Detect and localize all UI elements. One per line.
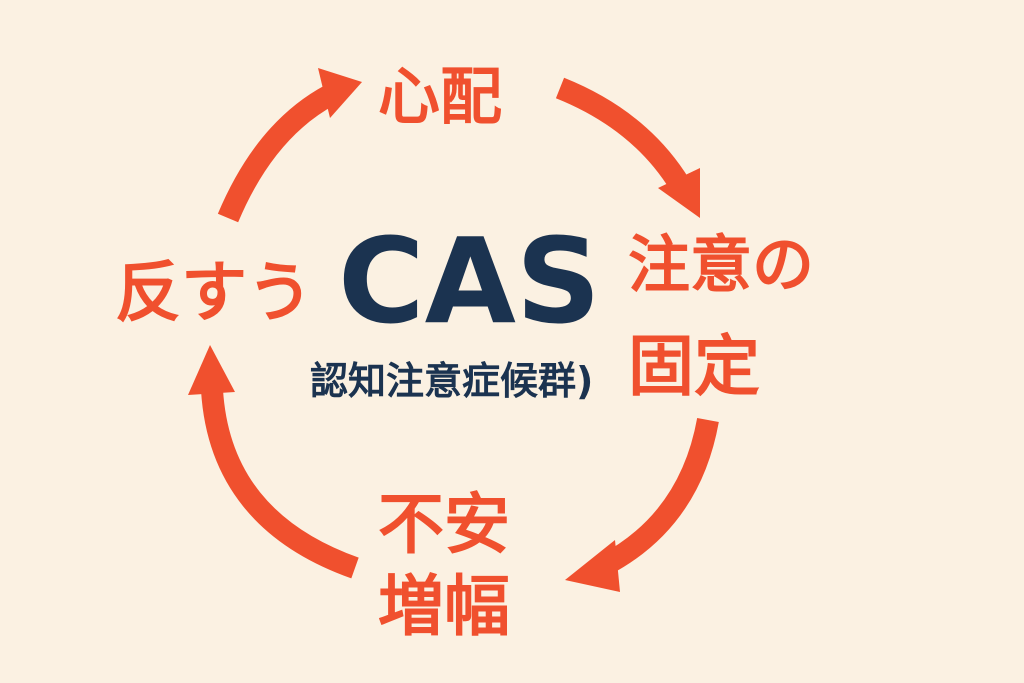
arrowhead-icon bbox=[658, 168, 700, 218]
cycle-label-fixation-line1: 注意の bbox=[628, 228, 815, 301]
arrow-ruminate-to-worry bbox=[217, 85, 336, 223]
arrowhead-icon bbox=[188, 345, 235, 395]
arrow-fixation-to-anxiety bbox=[599, 417, 719, 575]
cycle-label-fixation-line2: 固定 bbox=[628, 328, 760, 405]
cycle-label-rumination: 反すう bbox=[115, 254, 313, 331]
arrow-anxiety-to-ruminate bbox=[201, 389, 359, 579]
arrowhead-icon bbox=[318, 68, 362, 118]
arrowhead-icon bbox=[565, 540, 620, 592]
center-title: CAS bbox=[338, 212, 601, 350]
cycle-label-anxiety-line2: 増幅 bbox=[378, 568, 510, 645]
cycle-label-worry: 心配 bbox=[378, 60, 503, 133]
arrow-worry-to-fixation bbox=[555, 77, 690, 191]
center-subtitle: 認知注意症候群) bbox=[310, 359, 594, 403]
cycle-label-anxiety-line1: 不安 bbox=[378, 486, 510, 563]
